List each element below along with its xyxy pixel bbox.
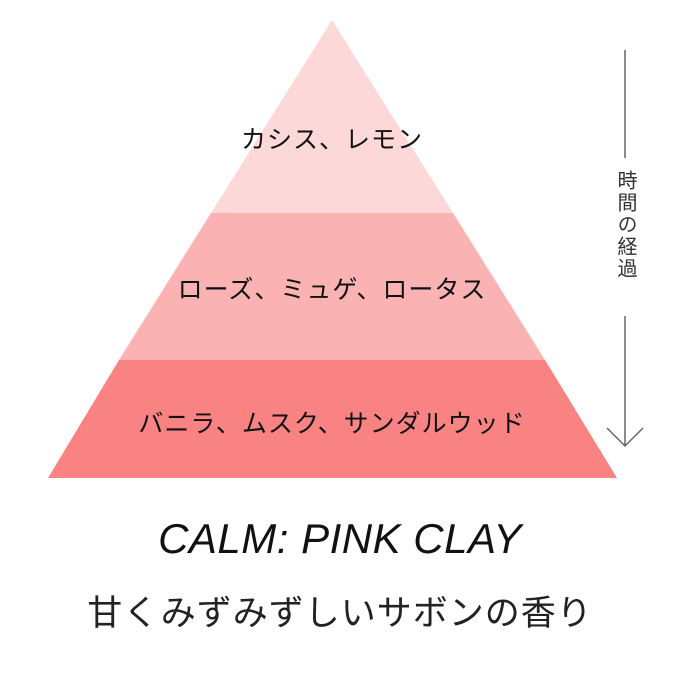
base-notes-label: バニラ、ムスク、サンダルウッド: [138, 409, 526, 438]
top-notes-band: [211, 20, 453, 213]
top-notes-label: カシス、レモン: [240, 125, 423, 154]
time-arrow: [606, 50, 644, 448]
time-axis-label: 時間の経過: [614, 170, 638, 280]
product-description: 甘くみずみずしいサボンの香り: [87, 594, 593, 634]
product-name: CALM: PINK CLAY: [158, 515, 522, 562]
middle-notes-label: ローズ、ミュゲ、ロータス: [177, 275, 487, 304]
base-notes-band: [48, 360, 617, 478]
middle-notes-band: [119, 213, 545, 360]
